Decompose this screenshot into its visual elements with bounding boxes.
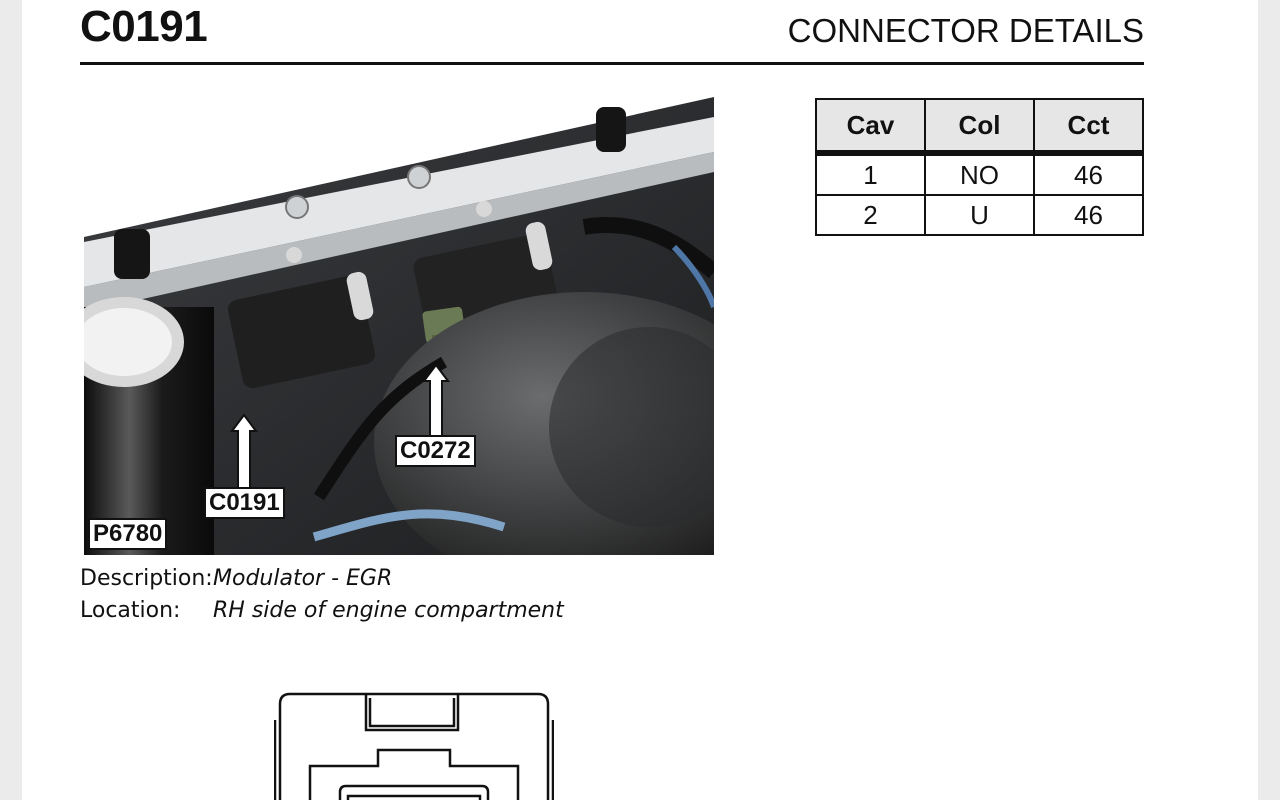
engine-compartment-photo: C0272 C0191 P6780 — [84, 97, 714, 555]
cav-cell: 1 — [815, 152, 926, 196]
cav-cell: 2 — [815, 194, 926, 236]
callout-c0191: C0191 — [204, 487, 285, 519]
section-title: CONNECTOR DETAILS — [787, 12, 1144, 49]
pin-table-header-row: Cav Col Cct — [815, 98, 1144, 156]
column-header-cct: Cct — [1033, 98, 1144, 156]
column-header-cav: Cav — [815, 98, 926, 156]
cct-cell: 46 — [1033, 194, 1144, 236]
table-row: 2 U 46 — [815, 194, 1144, 236]
callout-c0272: C0272 — [395, 435, 476, 467]
column-header-col: Col — [924, 98, 1035, 156]
pin-table: Cav Col Cct 1 NO 46 2 U 46 — [815, 98, 1144, 236]
description-label: Description: — [80, 566, 213, 591]
photo-illustration — [84, 97, 714, 555]
location-label: Location: — [80, 598, 181, 623]
location-value: RH side of engine compartment — [213, 598, 564, 623]
cct-cell: 46 — [1033, 152, 1144, 196]
table-row: 1 NO 46 — [815, 152, 1144, 196]
col-cell: NO — [924, 152, 1035, 196]
photo-reference: P6780 — [88, 518, 168, 550]
connector-face-diagram — [274, 692, 554, 800]
description-value: Modulator - EGR — [213, 566, 393, 591]
col-cell: U — [924, 194, 1035, 236]
description-line: Description:Modulator - EGR — [80, 566, 392, 591]
document-page: C0191 CONNECTOR DETAILS — [22, 0, 1258, 800]
header-divider — [80, 62, 1144, 65]
location-line: Location: RH side of engine compartment — [80, 598, 564, 623]
connector-code-title: C0191 — [80, 2, 208, 51]
